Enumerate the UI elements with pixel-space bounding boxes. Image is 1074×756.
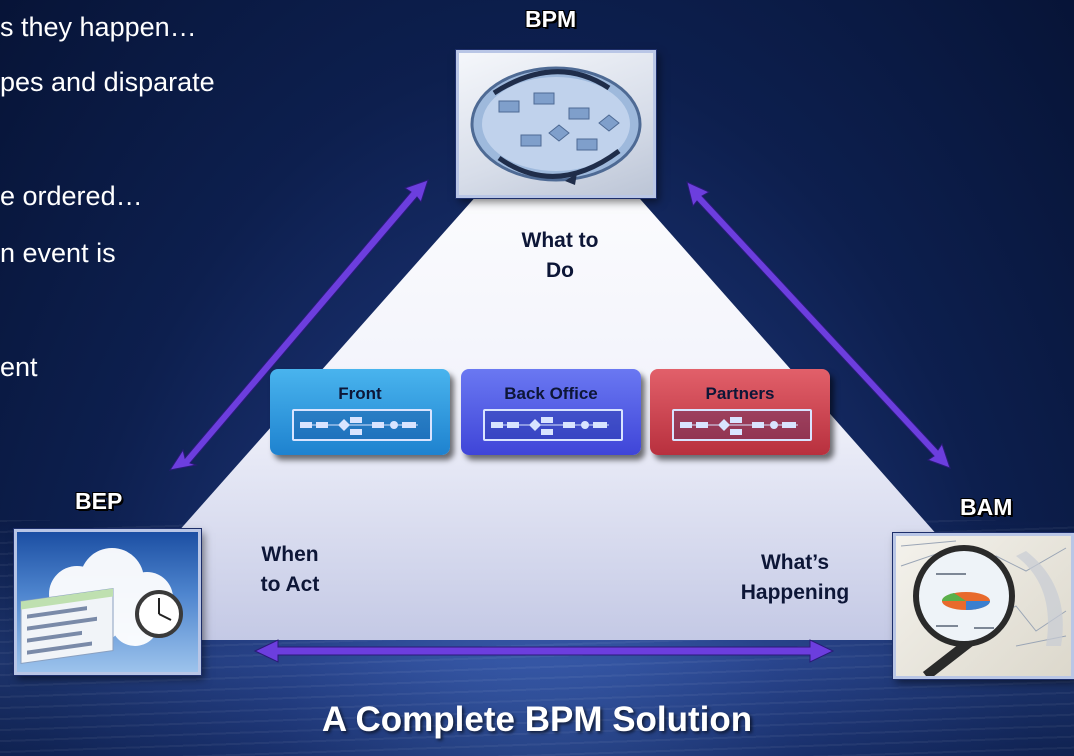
bep-caption-line1: When — [261, 543, 319, 566]
process-flow-icon — [672, 409, 812, 441]
arrow-bpm-bep — [168, 179, 429, 471]
bpm-picture — [456, 50, 656, 198]
magnifying-glass-report-icon — [900, 540, 1067, 676]
bam-picture — [893, 533, 1074, 679]
bam-caption: What’s Happening — [705, 548, 885, 608]
bullet-text-2: pes and disparate — [0, 67, 215, 97]
bep-picture — [14, 529, 201, 675]
process-flow-icon — [483, 409, 623, 441]
bep-caption: When to Act — [220, 540, 360, 600]
slide-title: A Complete BPM Solution — [321, 700, 753, 739]
bpm-caption-line2: Do — [546, 259, 574, 282]
bep-caption-line2: to Act — [260, 573, 320, 596]
bpm-caption-line1: What to — [521, 229, 599, 252]
arrow-bpm-bam — [686, 181, 951, 469]
bam-caption-line1: What’s — [760, 551, 830, 574]
bam-label: BAM — [960, 494, 1013, 520]
bep-label: BEP — [75, 488, 123, 514]
back-office-box-title: Back Office — [504, 384, 598, 403]
bpm-caption: What to Do — [475, 226, 645, 286]
bullet-text-4: n event is — [0, 238, 116, 268]
clock-and-clouds-icon — [20, 548, 183, 665]
arrow-bep-bam — [253, 639, 835, 663]
bullet-text-3: e ordered… — [0, 181, 143, 211]
partners-box: Partners — [650, 369, 830, 455]
process-flow-icon — [292, 409, 432, 441]
bpm-label: BPM — [525, 6, 577, 32]
process-loop-icon — [470, 66, 642, 185]
bullet-text-5: ent — [0, 352, 38, 382]
front-box: Front — [270, 369, 450, 455]
bam-caption-line2: Happening — [740, 581, 850, 604]
back-office-box: Back Office — [461, 369, 641, 455]
front-box-title: Front — [338, 384, 382, 403]
bullet-text-1: s they happen… — [0, 12, 197, 42]
partners-box-title: Partners — [705, 384, 775, 403]
